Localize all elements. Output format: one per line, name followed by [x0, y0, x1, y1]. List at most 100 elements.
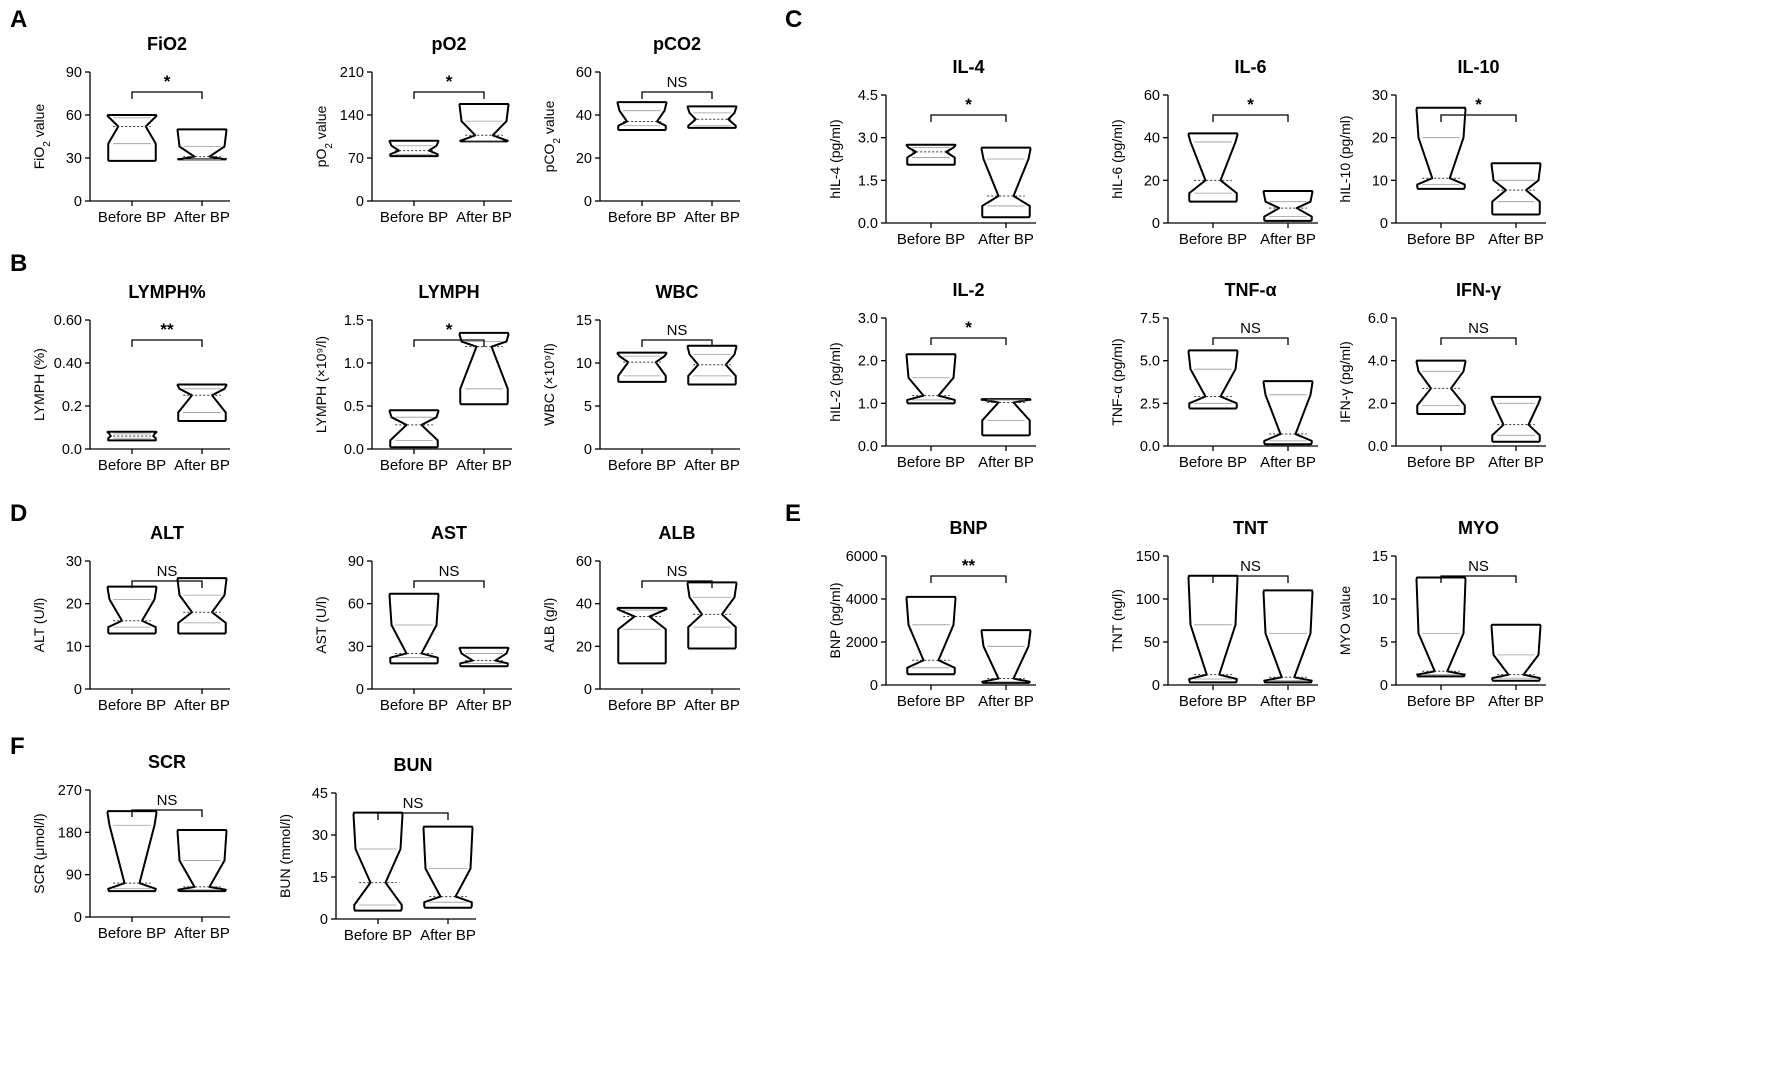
y-tick-label: 0.0	[62, 442, 82, 458]
violin-before-bp	[616, 101, 668, 132]
y-tick-label: 0.0	[1140, 439, 1160, 455]
panel-letter-c: C	[785, 6, 803, 33]
violin-after-bp	[176, 383, 228, 423]
y-tick-label: 30	[312, 828, 328, 844]
y-axis-label: hIL-10 (pg/ml)	[1337, 115, 1353, 202]
y-axis-label: hIL-2 (pg/ml)	[827, 342, 843, 421]
y-tick-label: 0	[870, 678, 878, 694]
y-axis-label: TNT (ng/l)	[1109, 589, 1125, 652]
significance-bracket	[413, 339, 485, 347]
chart-title: IL-4	[952, 57, 984, 77]
y-axis-label: BUN (mmol/l)	[277, 814, 293, 898]
y-tick-label: 20	[66, 597, 82, 613]
y-tick-label: 0	[1152, 678, 1160, 694]
x-tick-label: After BP	[456, 457, 512, 474]
chart-title: IL-2	[952, 280, 984, 300]
y-axis-label: FiO2 value	[31, 104, 53, 170]
x-tick-label: Before BP	[608, 457, 676, 474]
violin-before-bp	[106, 810, 158, 893]
y-tick-label: 0	[356, 682, 364, 698]
chart-title: LYMPH%	[128, 282, 205, 302]
y-tick-label: 1.5	[858, 173, 878, 189]
y-tick-label: 40	[1144, 131, 1160, 147]
x-tick-label: Before BP	[1407, 231, 1475, 248]
x-tick-label: After BP	[684, 697, 740, 714]
chart-title: TNT	[1233, 518, 1268, 538]
violin-before-bp	[1415, 576, 1467, 678]
significance-bracket	[413, 580, 485, 588]
significance-label: *	[965, 318, 972, 337]
y-tick-label: 4.5	[858, 88, 878, 104]
significance-bracket	[1212, 114, 1289, 122]
violin-before-bp	[388, 409, 440, 449]
x-tick-label: Before BP	[1407, 454, 1475, 471]
significance-label: NS	[667, 322, 688, 339]
x-tick-label: After BP	[1260, 454, 1316, 471]
violin-after-bp	[1490, 162, 1542, 216]
violin-before-bp	[388, 592, 440, 665]
violin-before-bp	[905, 595, 957, 676]
violin-before-bp	[905, 143, 957, 166]
chart-title: TNF-α	[1224, 280, 1276, 300]
y-axis-label: ALB (g/l)	[541, 598, 557, 652]
violin-before-bp	[388, 139, 440, 158]
x-tick-label: Before BP	[98, 925, 166, 942]
x-tick-label: After BP	[1488, 231, 1544, 248]
y-tick-label: 0.40	[54, 356, 82, 372]
y-tick-label: 0	[1380, 216, 1388, 232]
y-axis-label: WBC (×10⁹/l)	[541, 343, 557, 426]
y-tick-label: 90	[66, 868, 82, 884]
violin-after-bp	[176, 577, 228, 635]
y-tick-label: 30	[66, 554, 82, 570]
violin-after-bp	[1262, 380, 1314, 446]
violin-after-bp	[458, 646, 510, 668]
y-tick-label: 1.0	[344, 356, 364, 372]
chart-title: ALB	[659, 523, 696, 543]
y-tick-label: 6000	[846, 549, 878, 565]
panel-letter-d: D	[10, 500, 28, 527]
x-tick-label: Before BP	[897, 693, 965, 710]
chart-title: LYMPH	[418, 282, 479, 302]
significance-bracket	[1212, 337, 1289, 345]
significance-bracket	[131, 91, 203, 99]
x-tick-label: After BP	[174, 697, 230, 714]
significance-bracket	[131, 339, 203, 347]
y-tick-label: 100	[1136, 592, 1160, 608]
x-tick-label: After BP	[978, 231, 1034, 248]
y-tick-label: 40	[576, 108, 592, 124]
significance-label: *	[1475, 95, 1482, 114]
chart-title: FiO2	[147, 34, 187, 54]
y-tick-label: 150	[1136, 549, 1160, 565]
y-tick-label: 7.5	[1140, 311, 1160, 327]
violin-after-bp	[176, 828, 228, 893]
significance-bracket	[377, 812, 449, 820]
y-tick-label: 0	[584, 442, 592, 458]
violin-after-bp	[422, 825, 474, 909]
violin-before-bp	[1187, 574, 1239, 684]
y-tick-label: 45	[312, 786, 328, 802]
x-tick-label: Before BP	[98, 209, 166, 226]
x-tick-label: Before BP	[344, 927, 412, 944]
y-tick-label: 10	[576, 356, 592, 372]
y-tick-label: 30	[66, 151, 82, 167]
y-tick-label: 20	[576, 151, 592, 167]
y-tick-label: 30	[348, 639, 364, 655]
y-axis-label: MYO value	[1337, 586, 1353, 655]
significance-bracket	[641, 339, 713, 347]
y-tick-label: 0.5	[344, 399, 364, 415]
chart-title: BUN	[394, 755, 433, 775]
significance-label: NS	[157, 563, 178, 580]
y-tick-label: 2.5	[1140, 396, 1160, 412]
x-tick-label: Before BP	[1179, 454, 1247, 471]
y-tick-label: 0	[74, 194, 82, 210]
y-tick-label: 60	[576, 65, 592, 81]
y-axis-label: pCO2 value	[541, 100, 563, 172]
chart-title: ALT	[150, 523, 184, 543]
y-tick-label: 5	[1380, 635, 1388, 651]
